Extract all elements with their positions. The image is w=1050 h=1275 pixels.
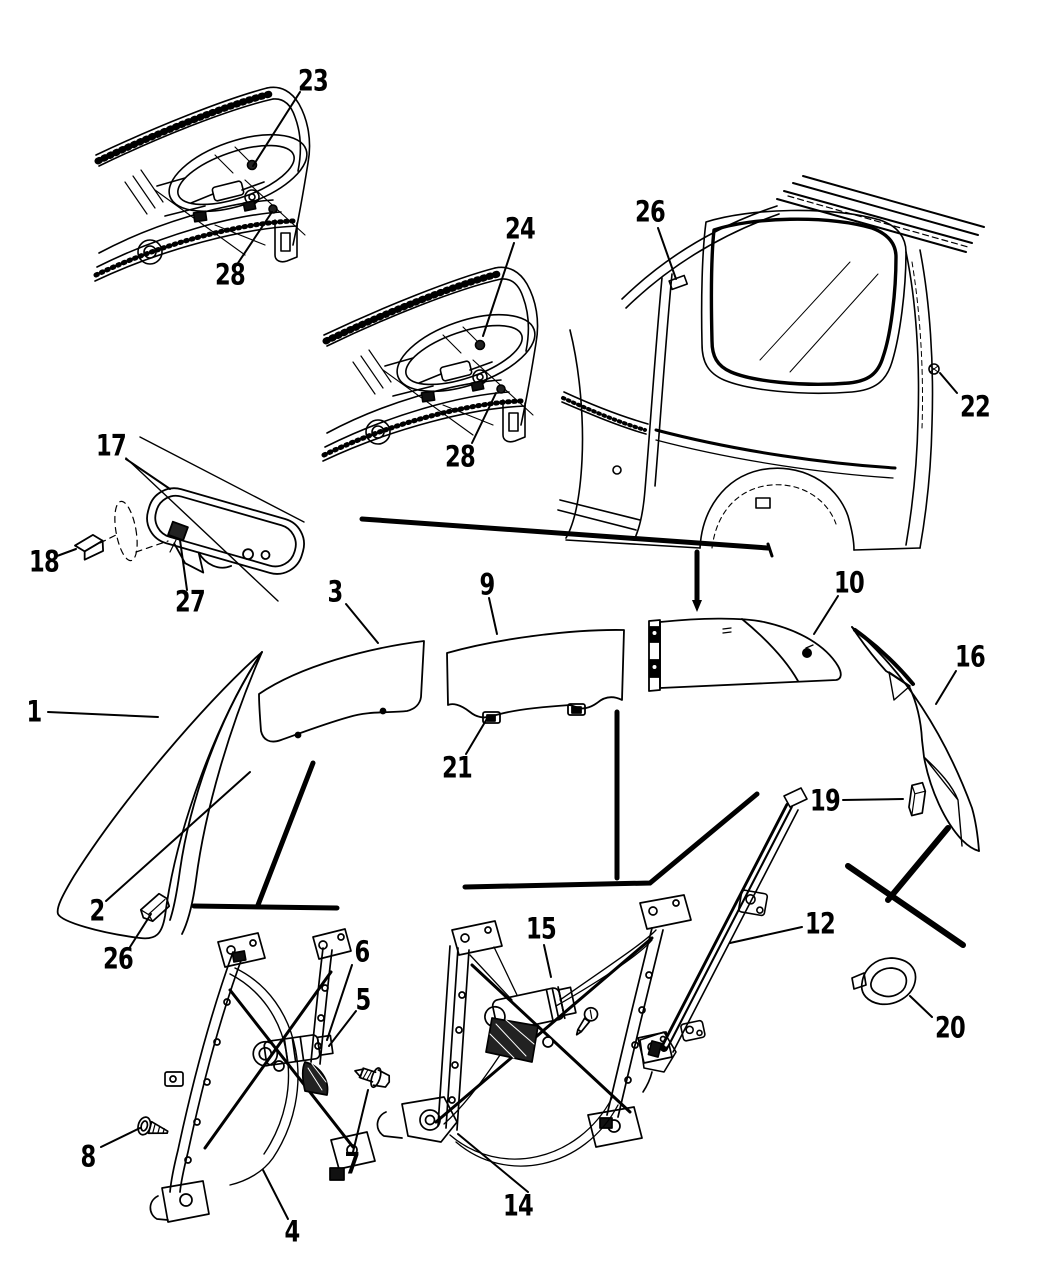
callout-3: 3 xyxy=(327,574,344,609)
callout-5: 5 xyxy=(355,982,372,1017)
callout-7: 7 xyxy=(344,1146,361,1181)
rearview-mirror-assembly xyxy=(74,436,305,602)
front-pillar-detail-view-a xyxy=(95,87,316,281)
callout-26a: 26 xyxy=(635,194,666,229)
callout-19: 19 xyxy=(810,783,841,818)
glass-10 xyxy=(648,617,842,692)
callout-6: 6 xyxy=(354,934,371,969)
callout-23: 23 xyxy=(298,63,329,98)
callout-20: 20 xyxy=(935,1010,966,1045)
small-parts xyxy=(139,781,927,1006)
glass-1-and-run-2 xyxy=(56,651,263,940)
callout-18: 18 xyxy=(29,544,60,579)
callout-28b: 28 xyxy=(445,439,476,474)
leader-lines xyxy=(47,91,958,1220)
glass-parts xyxy=(56,617,980,940)
bolt-15 xyxy=(575,1006,599,1036)
callout-9: 9 xyxy=(479,567,496,602)
callout-4: 4 xyxy=(284,1214,301,1249)
callout-17: 17 xyxy=(96,428,127,463)
callout-24: 24 xyxy=(505,211,536,246)
bolt-7 xyxy=(354,1067,391,1089)
wedge-clip-18 xyxy=(74,534,104,561)
molding-strips xyxy=(191,516,966,948)
glass-9 xyxy=(446,629,625,724)
callout-1: 1 xyxy=(26,694,43,729)
callout-12: 12 xyxy=(805,906,836,941)
callout-10: 10 xyxy=(834,565,865,600)
seal-20 xyxy=(851,957,917,1006)
callout-26b: 26 xyxy=(103,941,134,976)
callout-21: 21 xyxy=(442,750,473,785)
regulator-front-door xyxy=(137,928,391,1223)
front-pillar-detail-view-b xyxy=(323,267,544,461)
callout-2: 2 xyxy=(89,893,106,928)
callout-16: 16 xyxy=(955,639,986,674)
callout-27: 27 xyxy=(175,584,206,619)
callout-22: 22 xyxy=(960,389,991,424)
callout-14: 14 xyxy=(503,1188,534,1223)
run-channel-12 xyxy=(639,787,808,1093)
callout-8: 8 xyxy=(80,1139,97,1174)
clip-19 xyxy=(908,781,927,817)
bolt-8 xyxy=(137,1116,169,1136)
glass-16 xyxy=(851,626,980,852)
callout-28a: 28 xyxy=(215,257,246,292)
glass-3 xyxy=(258,640,425,743)
regulator-sliding-door xyxy=(376,894,692,1167)
van-rear-quarter-view xyxy=(557,175,985,551)
callout-15: 15 xyxy=(526,911,557,946)
